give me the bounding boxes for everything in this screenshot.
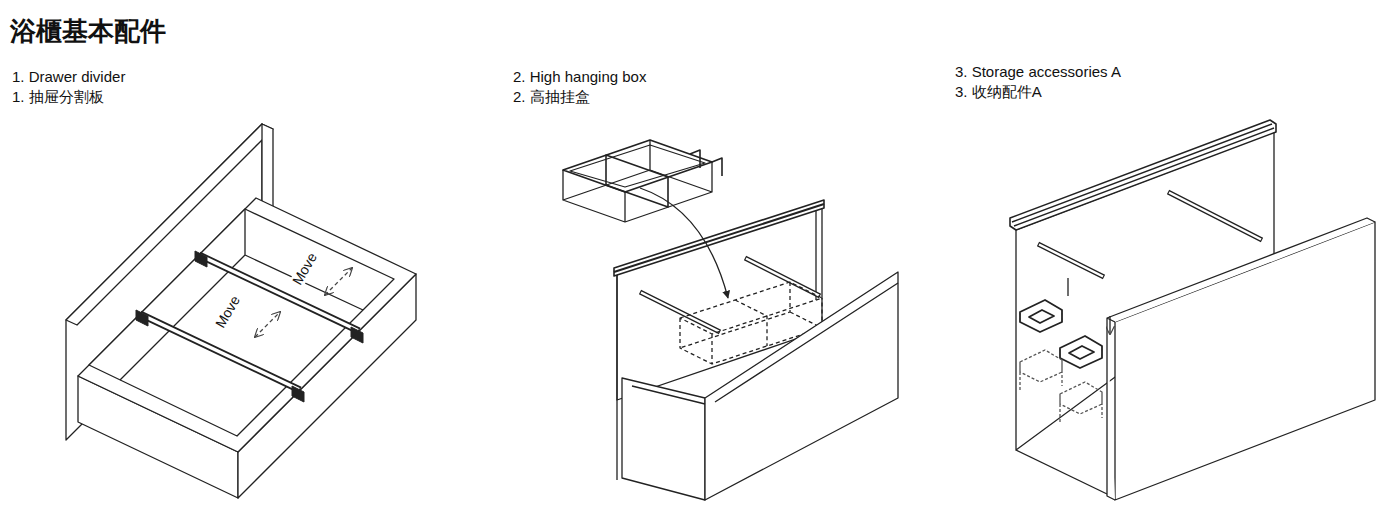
panel-caption: 2. 高抽挂盒 (513, 88, 590, 106)
hanging-rod (1039, 193, 1261, 277)
divider-bar (141, 256, 358, 390)
top-rail (614, 200, 824, 276)
top-rail (1010, 120, 1276, 230)
divider-bar (140, 255, 359, 390)
panel-caption: 1. Drawer divider (12, 68, 125, 86)
accessory-drawing (1010, 120, 1375, 500)
cup-holder (1060, 336, 1102, 368)
drawer-inner-edge (120, 209, 363, 380)
basket-wire (563, 140, 712, 222)
basket-divider (606, 155, 668, 207)
drawer-drawing (66, 124, 416, 498)
divider-clip (136, 251, 363, 402)
panel-caption: 3. 收纳配件A (955, 83, 1042, 101)
cabinet-edge (1016, 450, 1107, 494)
hanging-box-drawing (563, 140, 728, 298)
cup-holder (1020, 300, 1062, 332)
drawer-front (705, 272, 898, 500)
top-rail-groove (1012, 124, 1274, 226)
hanging-rod (641, 259, 819, 332)
cabinet-side (1115, 222, 1375, 500)
top-rail-groove (614, 204, 824, 272)
hanging-rod (1038, 192, 1262, 277)
hanging-rod (640, 258, 820, 332)
panel-caption: 2. High hanging box (513, 68, 646, 86)
diagram-title: 浴櫃基本配件 (10, 16, 166, 47)
move-arrow (255, 312, 280, 337)
placement-arrow (640, 188, 728, 298)
insert-arrow (1068, 278, 1110, 334)
holder-position (1060, 382, 1102, 422)
drawer-edge (632, 283, 898, 404)
panel-caption: 3. Storage accessories A (955, 63, 1121, 81)
move-arrow (325, 268, 352, 295)
drawer-opening (89, 209, 394, 436)
drawer-side (622, 378, 705, 500)
drawer-rim (78, 198, 416, 452)
panel-caption: 1. 抽屉分割板 (12, 88, 104, 106)
divider-bars (136, 251, 363, 402)
cabinet-side-edge (1107, 218, 1375, 500)
storage-accessories (1020, 278, 1110, 422)
holder-position (1020, 350, 1062, 390)
cabinet-drawing (614, 200, 898, 500)
basket-hook (690, 150, 722, 176)
